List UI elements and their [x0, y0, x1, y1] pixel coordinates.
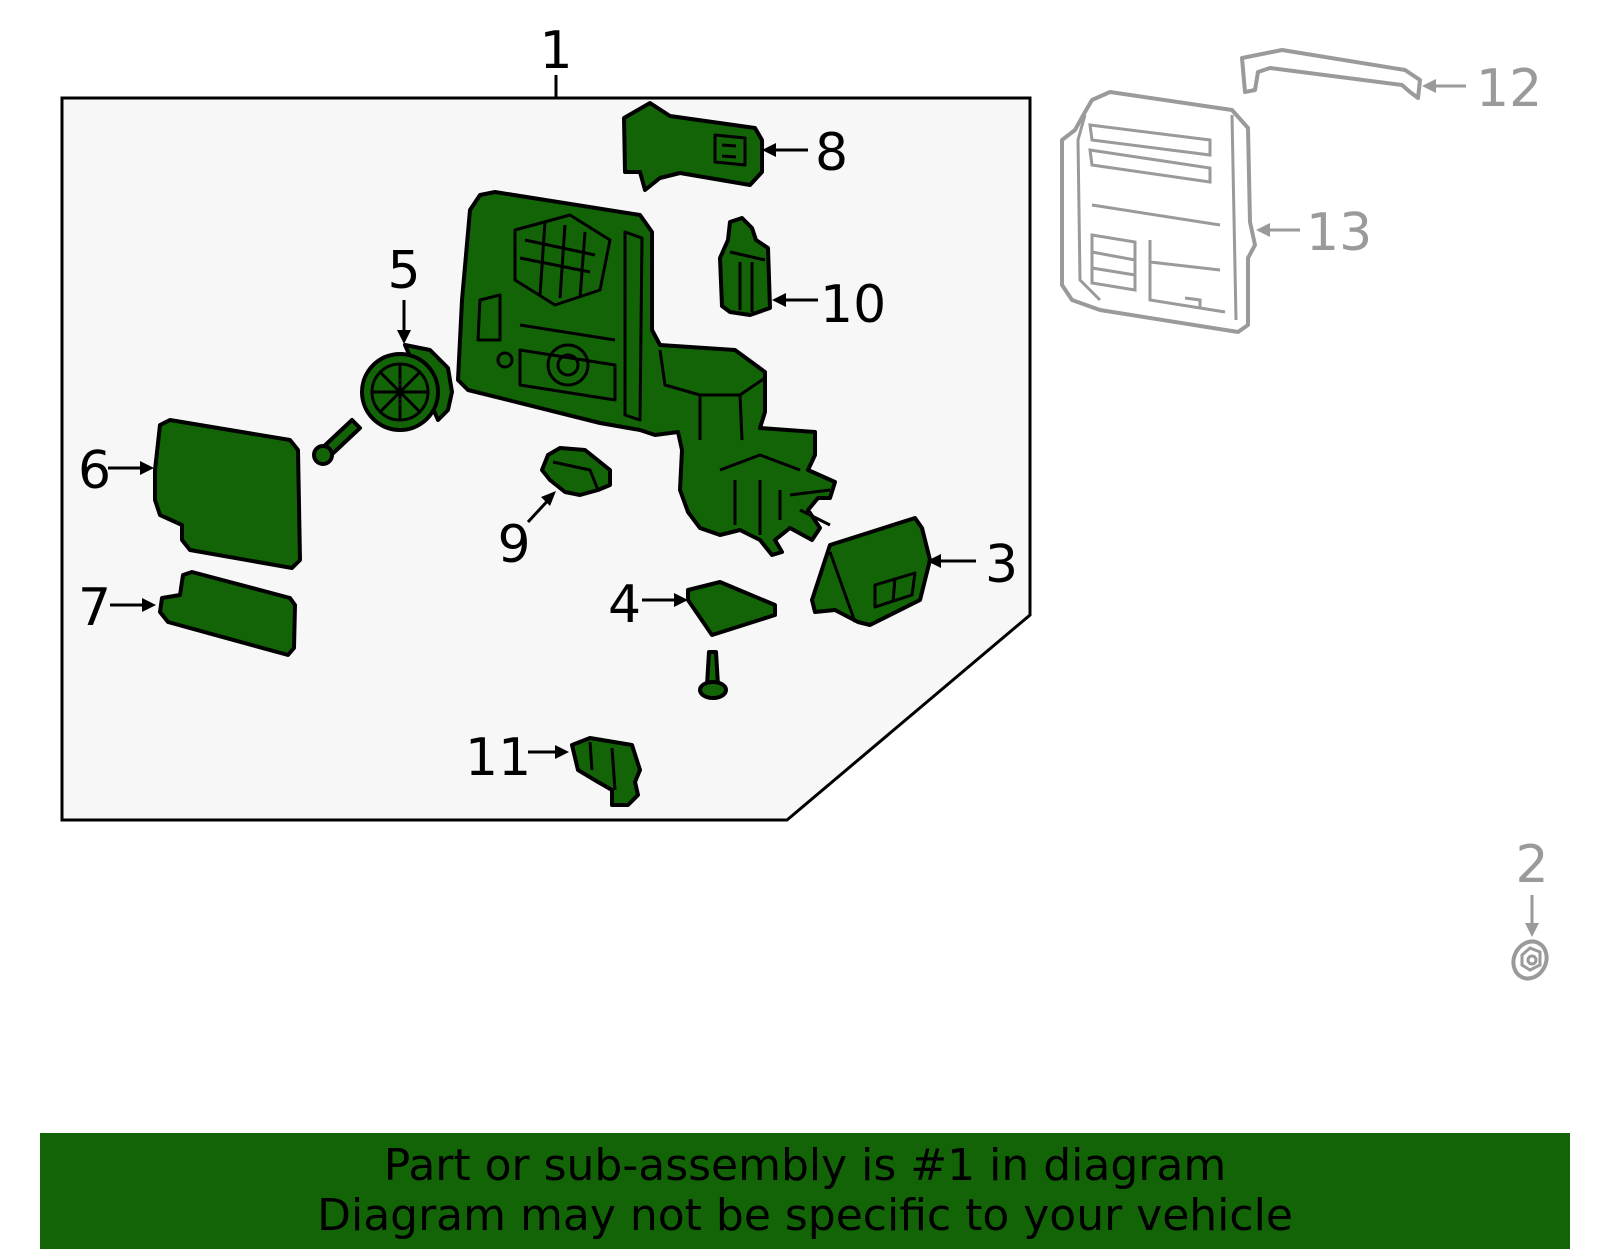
banner-line-2: Diagram may not be specific to your vehi…	[317, 1190, 1293, 1241]
callout-5-arrowhead	[397, 330, 411, 344]
part-screw[interactable]	[312, 418, 362, 466]
callout-2-arrowhead	[1525, 923, 1539, 937]
part-8-cover[interactable]	[622, 101, 764, 192]
callout-6-arrowhead	[140, 461, 154, 475]
callout-13: 13	[1306, 203, 1372, 263]
callout-10: 10	[820, 275, 886, 335]
callout-8: 8	[815, 123, 848, 183]
part-12-trim-strip[interactable]	[1240, 48, 1422, 100]
callout-2: 2	[1515, 835, 1548, 895]
callout-8-arrowhead	[762, 143, 776, 157]
callout-12-arrowhead	[1422, 79, 1436, 93]
info-banner: Part or sub-assembly is #1 in diagram Di…	[40, 1133, 1570, 1249]
callout-9-arrowhead	[541, 491, 556, 506]
callout-4-arrowhead	[674, 593, 688, 607]
part-6-mirror-glass[interactable]	[153, 418, 302, 570]
callout-7-arrowhead	[142, 598, 156, 612]
callout-3-arrowhead	[927, 554, 941, 568]
part-3-signal-lamp[interactable]	[810, 516, 932, 627]
callout-6: 6	[78, 441, 111, 501]
callout-5: 5	[387, 241, 420, 301]
part-9-bulb[interactable]	[540, 446, 612, 497]
part-10-clip[interactable]	[718, 216, 772, 317]
part-small-screw[interactable]	[698, 650, 728, 700]
callout-7: 7	[78, 578, 111, 638]
callout-11-arrowhead	[555, 745, 569, 759]
part-13-mirror-cover[interactable]	[1060, 90, 1257, 334]
callout-11: 11	[465, 728, 531, 788]
callout-3: 3	[985, 535, 1018, 595]
callout-4: 4	[608, 575, 641, 635]
callout-9: 9	[497, 515, 530, 575]
callout-1: 1	[539, 21, 572, 81]
part-5-motor[interactable]	[360, 343, 454, 432]
part-main-housing[interactable]	[456, 190, 837, 557]
callout-13-arrowhead	[1256, 223, 1270, 237]
callout-10-arrowhead	[772, 293, 786, 307]
part-7-lower-glass[interactable]	[158, 570, 297, 657]
callout-12: 12	[1476, 59, 1542, 119]
banner-line-1: Part or sub-assembly is #1 in diagram	[383, 1140, 1227, 1191]
part-2-nut[interactable]	[1507, 936, 1552, 984]
part-11-connector[interactable]	[570, 736, 642, 807]
